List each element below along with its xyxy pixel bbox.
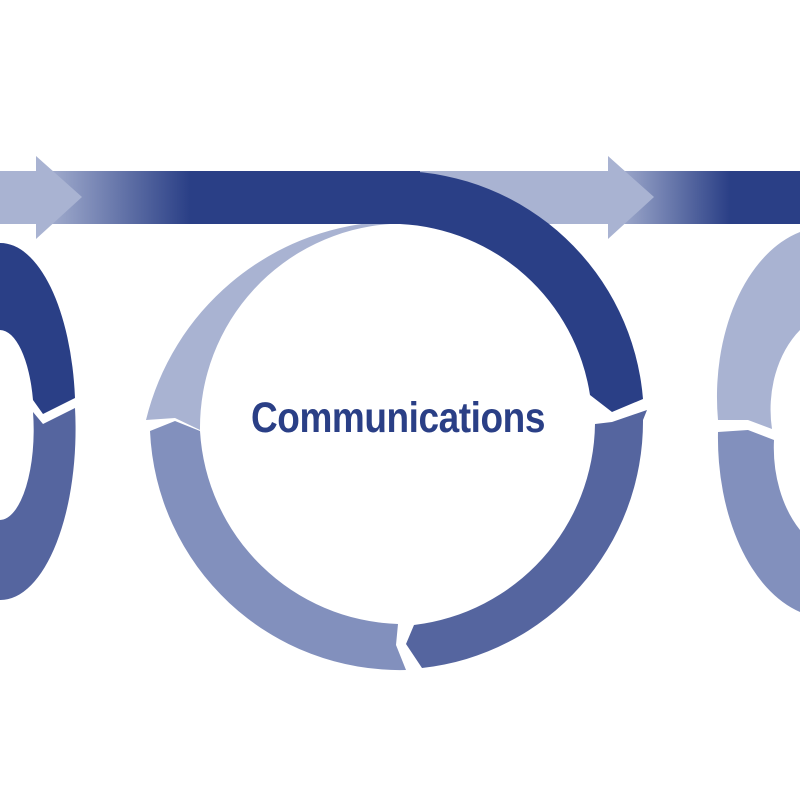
cycle-ring-center (146, 171, 647, 671)
cycle-title: Communications (251, 393, 545, 442)
ring-right-bottom-segment (717, 430, 800, 612)
right-arrow-icon (608, 156, 654, 239)
right-arrow-icon (36, 156, 82, 239)
cycle-ring-right (716, 232, 800, 612)
ring-left-bottom-segment (0, 408, 76, 601)
ring-left-top-segment (0, 242, 75, 414)
ring-center-top-left-segment (146, 222, 390, 430)
ring-center-right-segment (406, 410, 647, 668)
cycle-ring-left (0, 242, 76, 601)
ring-center-top-right-segment (342, 171, 643, 412)
ring-center-bottom-left-segment (150, 421, 406, 671)
ring-right-top-segment (716, 232, 800, 429)
